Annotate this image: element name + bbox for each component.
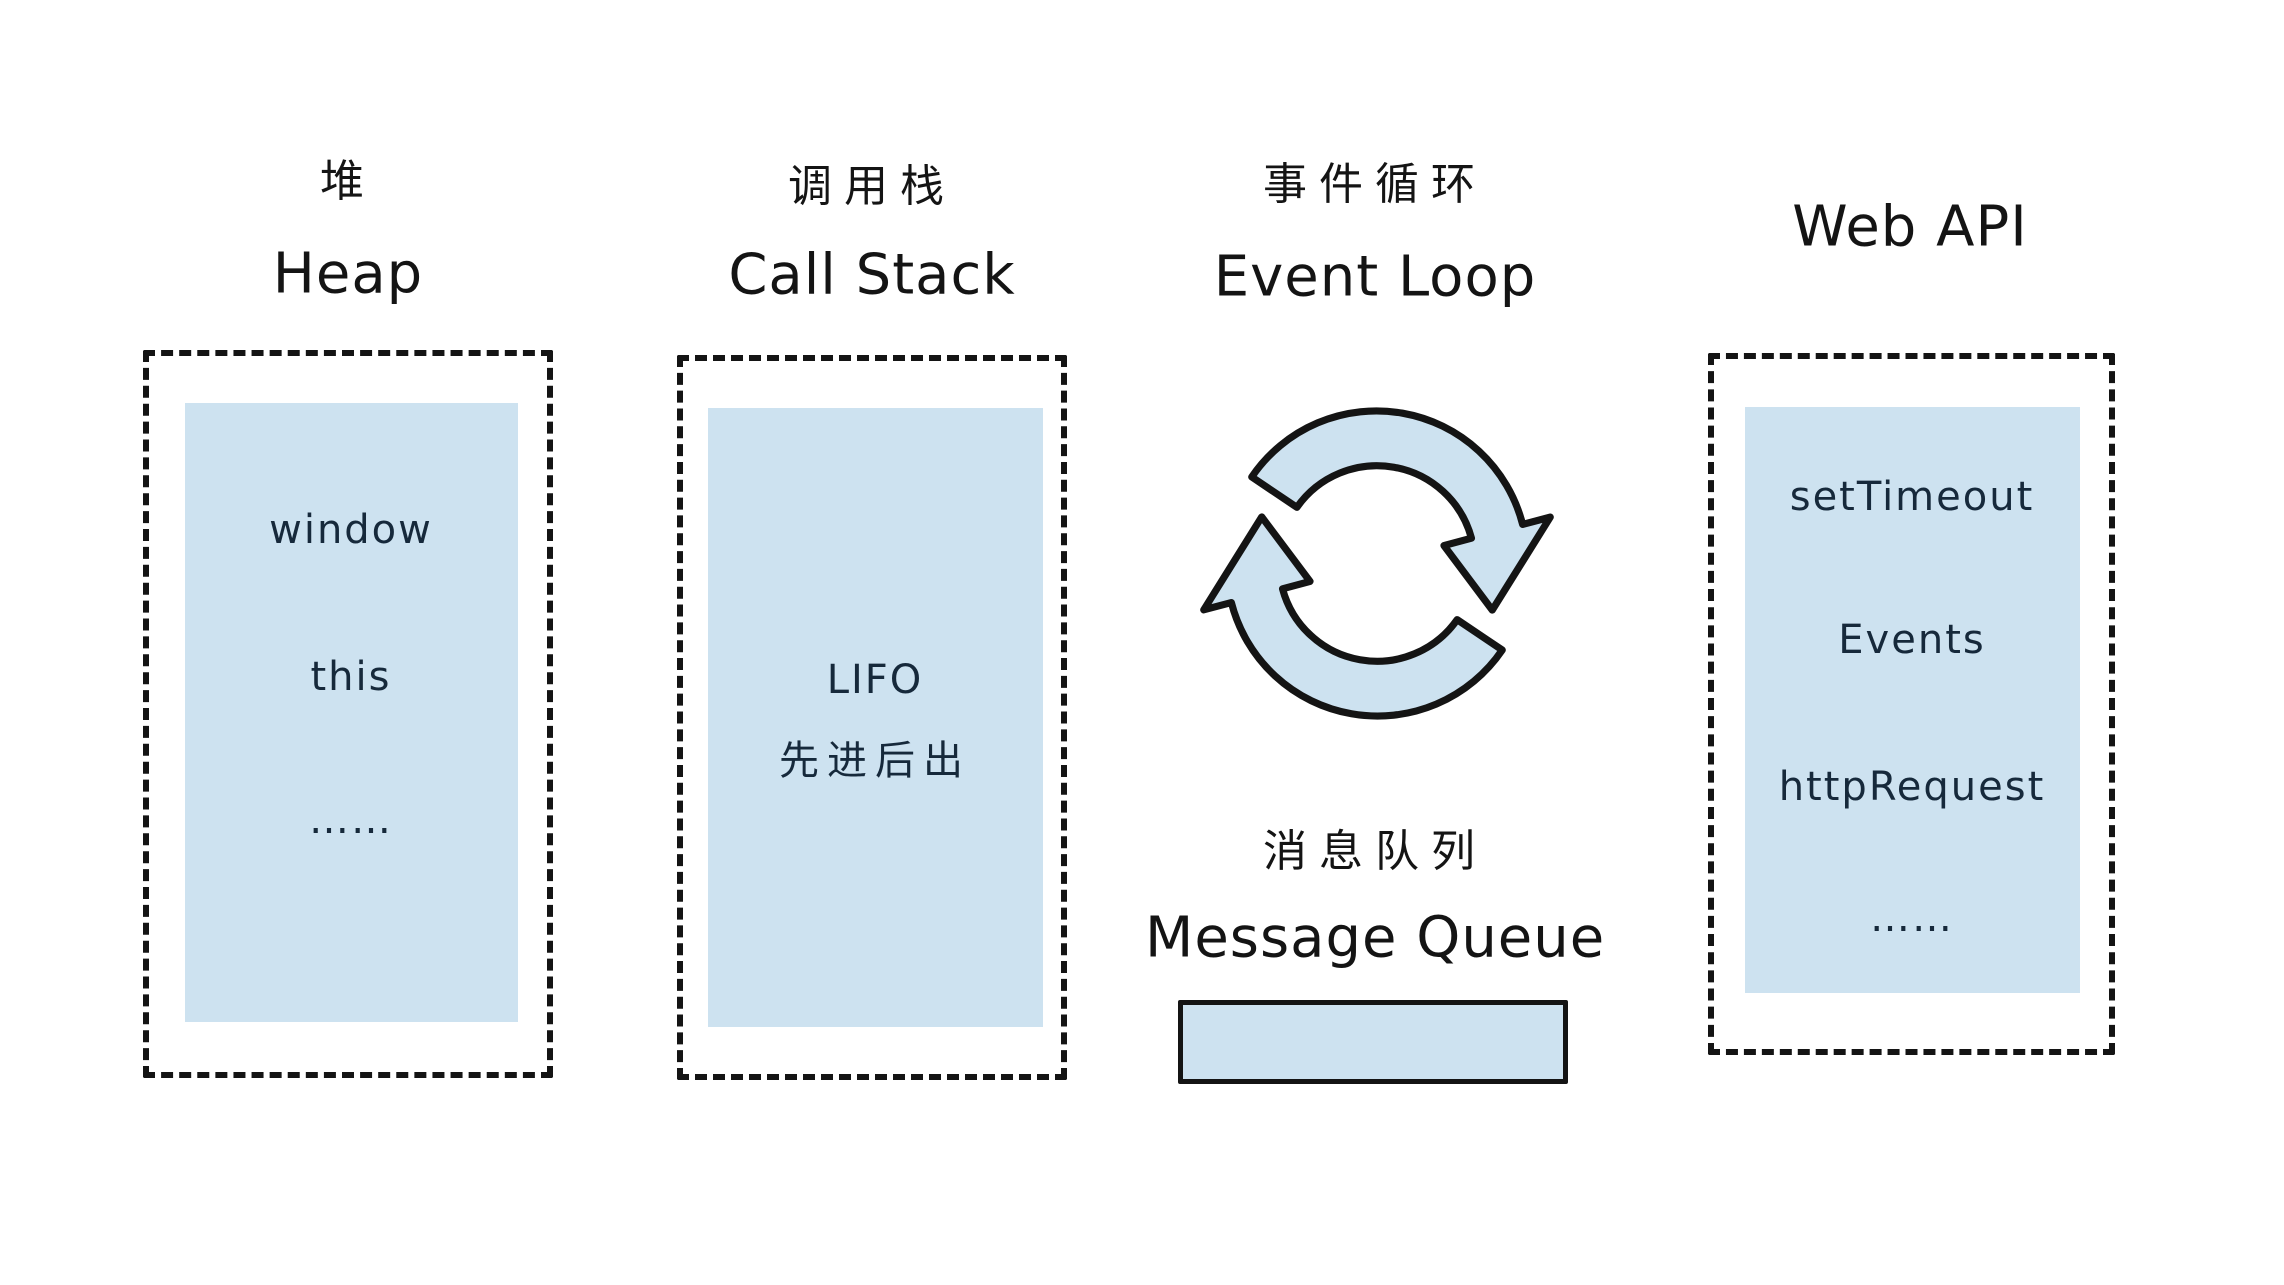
call-stack-item-lifo: LIFO	[826, 657, 924, 703]
heap-title-zh: 堆	[320, 156, 376, 207]
call-stack-title-zh: 调用栈	[788, 161, 956, 212]
call-stack-item-lifo-zh: 先进后出	[779, 738, 971, 784]
web-api-fill-box	[1745, 407, 2080, 993]
heap-item-window: window	[269, 507, 433, 553]
message-queue-title-en: Message Queue	[1145, 905, 1606, 971]
heap-fill-box	[185, 403, 518, 1022]
web-api-title-en: Web API	[1792, 194, 2028, 260]
heap-title-en: Heap	[272, 241, 424, 307]
heap-item-this: this	[310, 654, 392, 700]
web-api-item-httprequest: httpRequest	[1778, 764, 2046, 810]
call-stack-fill-box	[708, 408, 1043, 1027]
heap-dashed-box	[143, 350, 553, 1078]
event-loop-cycle-icon	[1200, 407, 1554, 720]
heap-item-ellipsis: ……	[309, 797, 393, 843]
event-loop-title-zh: 事件循环	[1263, 159, 1487, 210]
web-api-item-settimeout: setTimeout	[1789, 474, 2035, 520]
message-queue-slot	[1178, 1000, 1568, 1084]
call-stack-title-en: Call Stack	[728, 242, 1016, 308]
web-api-dashed-box	[1708, 353, 2115, 1055]
web-api-item-events: Events	[1838, 617, 1986, 663]
call-stack-dashed-box	[677, 355, 1067, 1080]
message-queue-title-zh: 消息队列	[1263, 826, 1487, 877]
event-loop-title-en: Event Loop	[1213, 244, 1537, 310]
web-api-item-ellipsis: ……	[1870, 895, 1954, 941]
